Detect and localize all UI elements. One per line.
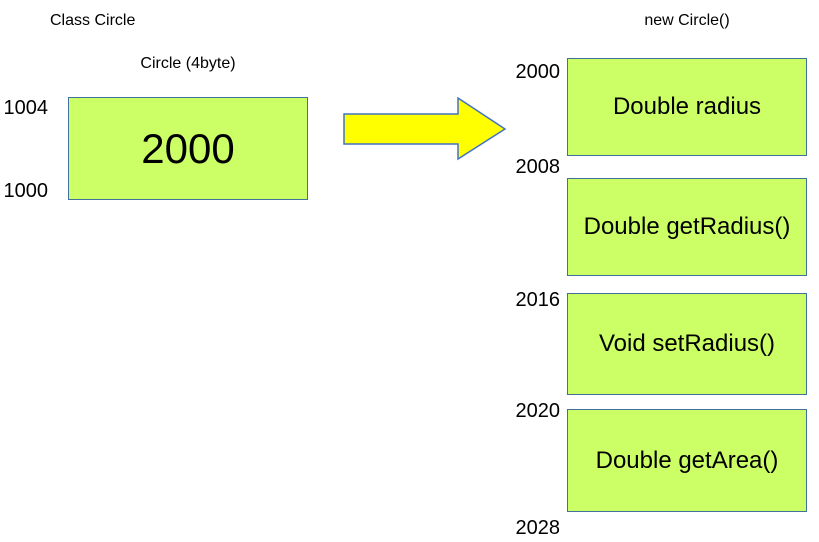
member-box-setradius: Void setRadius() <box>567 293 807 395</box>
member-label-getradius: Double getRadius() <box>583 213 791 240</box>
class-memory-value: 2000 <box>141 124 235 172</box>
member-box-getradius: Double getRadius() <box>567 178 807 276</box>
class-circle-title: Class Circle <box>50 12 136 29</box>
member-label-setradius: Void setRadius() <box>598 330 776 357</box>
left-box-caption: Circle (4byte) <box>140 55 236 72</box>
member-box-getarea: Double getArea() <box>567 409 807 512</box>
member-label-radius: Double radius <box>612 93 762 120</box>
class-memory-box: 2000 <box>68 97 308 200</box>
address-label-1004: 1004 <box>3 97 49 119</box>
address-label-2020: 2020 <box>515 400 561 422</box>
address-label-2028: 2028 <box>515 517 561 539</box>
address-label-2016: 2016 <box>515 289 561 311</box>
address-label-2000: 2000 <box>515 61 561 83</box>
member-box-radius: Double radius <box>567 58 807 156</box>
address-label-2008: 2008 <box>515 156 561 178</box>
member-label-getarea: Double getArea() <box>595 446 779 474</box>
address-label-1000: 1000 <box>3 180 49 202</box>
new-circle-title: new Circle() <box>644 12 730 29</box>
right-block-arrow-icon <box>343 97 507 161</box>
